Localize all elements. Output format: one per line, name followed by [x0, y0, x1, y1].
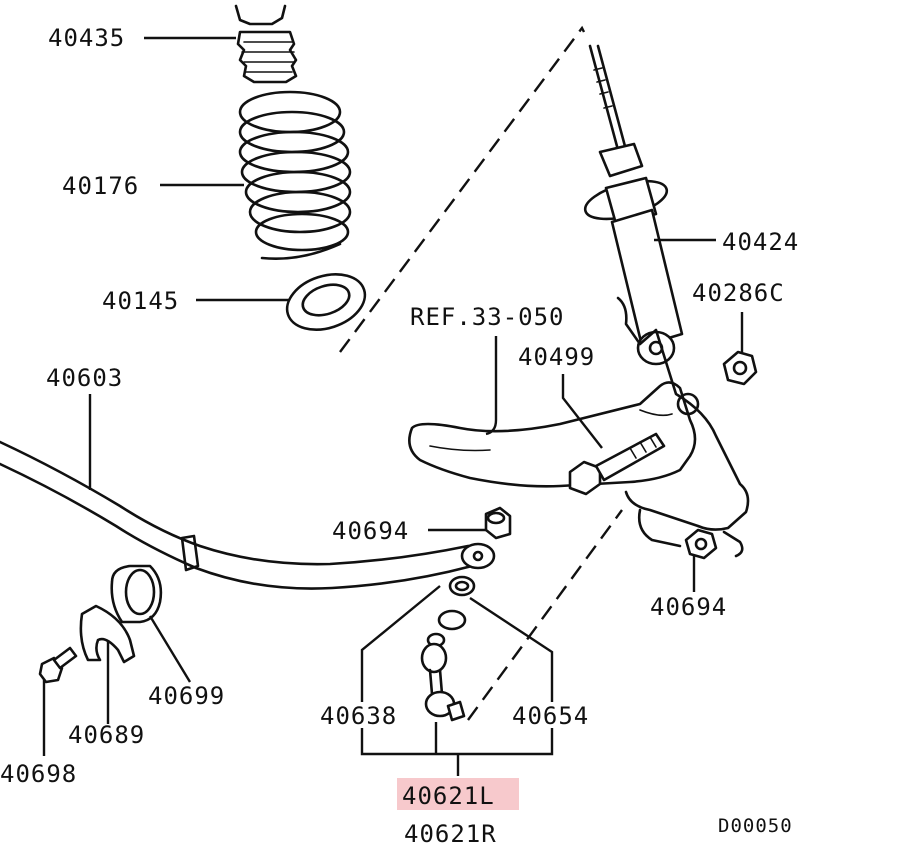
bolt-40698[interactable] [38, 646, 78, 684]
label-40638[interactable]: 40638 [320, 702, 397, 730]
label-ref-33-050[interactable]: REF.33-050 [410, 303, 565, 331]
label-40621r[interactable]: 40621R [404, 820, 497, 848]
label-40603[interactable]: 40603 [46, 364, 123, 392]
stabilizer-bar-40603[interactable] [0, 440, 496, 590]
bolt-40499[interactable] [568, 432, 666, 496]
bushing-40699[interactable] [110, 564, 163, 624]
nut-40694-left[interactable] [484, 506, 512, 540]
spring-seat-40145[interactable] [280, 265, 372, 339]
label-40176[interactable]: 40176 [62, 172, 139, 200]
label-40621l[interactable]: 40621L [402, 782, 495, 810]
nut-40286c[interactable] [722, 350, 758, 386]
highlight-40621l [397, 778, 519, 810]
label-40424[interactable]: 40424 [722, 228, 799, 256]
label-40694-right[interactable]: 40694 [650, 593, 727, 621]
label-40694-left[interactable]: 40694 [332, 517, 409, 545]
label-40145[interactable]: 40145 [102, 287, 179, 315]
knuckle-arm-ref-33-050 [408, 296, 750, 558]
washer-40638[interactable] [437, 609, 467, 631]
label-40698[interactable]: 40698 [0, 760, 77, 788]
ref-dashed-line-link [467, 509, 623, 721]
stabilizer-link-40621[interactable] [420, 632, 466, 722]
diagram-code: D00050 [718, 815, 793, 837]
bracket-40689[interactable] [79, 604, 136, 664]
nut-40694-right[interactable] [684, 528, 718, 560]
coil-spring-40176[interactable] [238, 90, 352, 261]
ref-dashed-line-shock [339, 25, 586, 353]
label-40699[interactable]: 40699 [148, 682, 225, 710]
label-40286c[interactable]: 40286C [692, 279, 785, 307]
washer-40654[interactable] [448, 575, 476, 597]
label-40654[interactable]: 40654 [512, 702, 589, 730]
label-40435[interactable]: 40435 [48, 24, 125, 52]
label-40499[interactable]: 40499 [518, 343, 595, 371]
bump-stop-40435[interactable] [234, 4, 298, 84]
shock-absorber-40424[interactable] [581, 44, 684, 366]
label-40689[interactable]: 40689 [68, 721, 145, 749]
leader-lines [42, 36, 744, 776]
